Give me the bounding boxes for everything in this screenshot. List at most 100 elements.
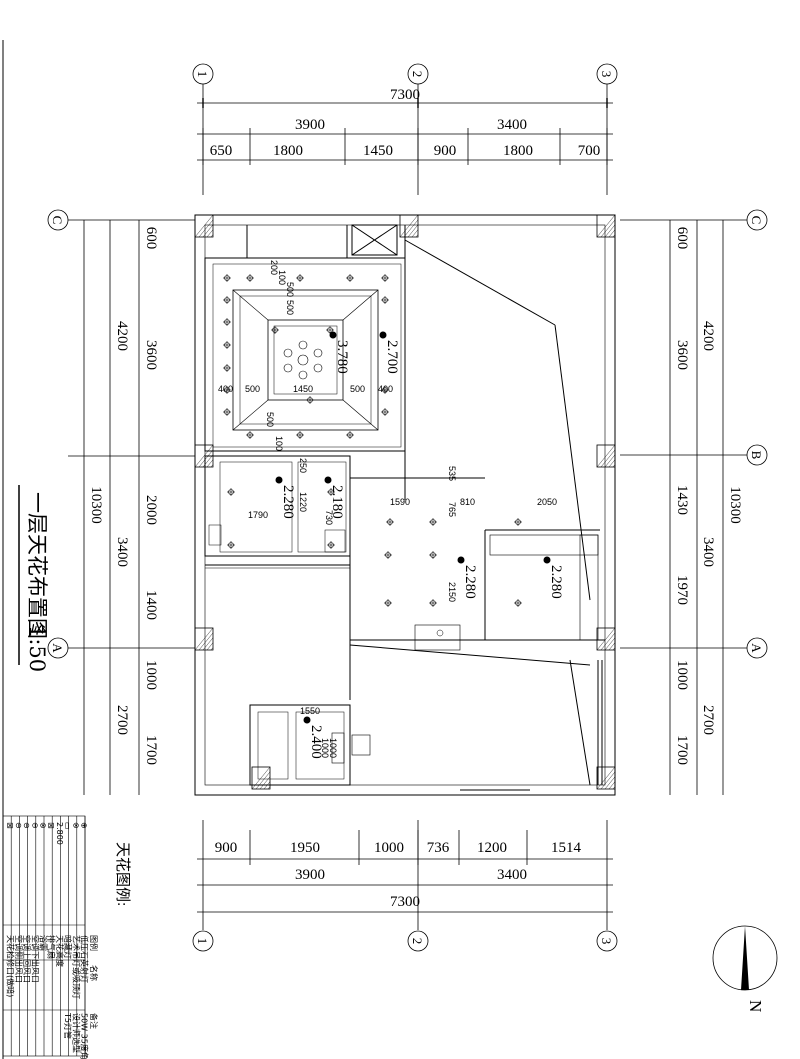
dim-left-detail-4: 1400 [143,590,159,620]
inner-dim-16: 535 [447,466,457,481]
bottom-dimension-lines [192,820,618,952]
structural-column [194,627,214,651]
axis-label-3-bottom: 3 [599,938,614,945]
spotlight-icon [223,386,231,394]
dim-right-detail-2: 3600 [674,340,690,370]
inner-dim-1: 200 [269,260,279,275]
axis-bubbles-left [47,209,195,795]
legend-table [2,815,86,1057]
dim-bottom-detail-1: 900 [215,840,238,856]
legend-row-name: 排气扇 [47,935,57,959]
structural-column [251,766,271,790]
dim-left-bay-1: 4200 [114,321,130,351]
legend-row-symbol-icon: ▭ [63,822,72,830]
spotlight-icon [514,599,522,607]
dim-bottom-bay-2: 3400 [497,867,527,883]
legend-header: 名称 [89,965,99,981]
north-arrow-icon: N [712,925,778,1012]
axis-label-C-left: C [50,216,65,225]
legend-row-name: 浴霸 [39,935,49,951]
dim-left-detail-1: 600 [143,227,159,250]
inner-dim-14: 1790 [248,510,268,520]
top-dimension-lines [197,98,613,165]
dim-right-detail-1: 600 [674,227,690,250]
axis-label-1-top: 1 [195,71,210,78]
spotlight-icon [384,551,392,559]
spotlight-icon [223,408,231,416]
dim-left-detail-3: 2000 [143,495,159,525]
axis-label-A-right: A [749,643,764,653]
inner-dim-10: 500 [265,412,275,427]
spotlight-icon [296,274,304,282]
drawing-title: 一层天花布置图 1:50 [18,485,49,672]
spotlight-icon [381,386,389,394]
dim-top-bay-2: 3400 [497,117,527,133]
inner-dim-6: 500 [245,384,260,394]
axis-bubbles-right [620,209,768,795]
dim-top-detail-5: 1800 [503,143,533,159]
legend-row-symbol-icon: ⊠ [6,822,15,829]
dim-right-detail-3: 1430 [674,485,690,515]
scale-text: 1:50 [25,625,49,672]
dim-left-total: 10300 [88,486,104,524]
axis-label-2-top: 2 [410,71,425,78]
dim-right-bay-3: 2700 [700,705,716,735]
spotlight-icon [246,274,254,282]
inner-dim-15: 730 [324,510,334,525]
elevation-marker-6: 2.280 [548,565,564,599]
inner-dim-20: 2050 [537,497,557,507]
structural-column [596,214,616,238]
spotlight-icon [327,541,335,549]
spotlight-icon [223,274,231,282]
axis-label-A-left: A [50,643,65,653]
spotlight-icon [429,518,437,526]
axis-label-C-right: C [749,216,764,225]
inner-dim-22: 1550 [300,706,320,716]
spotlight-icon [429,599,437,607]
spotlight-icon [326,326,334,334]
inner-dim-9: 400 [378,384,393,394]
inner-dim-17: 765 [447,502,457,517]
inner-dim-19: 810 [460,497,475,507]
legend-row-name: 低压石英射灯 [80,935,90,983]
dim-left-detail-2: 3600 [143,340,159,370]
spotlight-icon [327,488,335,496]
spotlight-icon [384,599,392,607]
legend-row-symbol-icon: ⊠ [47,822,56,829]
dim-right-detail-5: 1000 [674,660,690,690]
legend-row-symbol-icon: ⊖ [22,822,31,829]
inner-dim-7: 1450 [293,384,313,394]
inner-dim-13: 1220 [298,492,308,512]
dim-top-total: 7300 [390,87,420,103]
dim-right-bay-2: 3400 [700,537,716,567]
legend-row-note: T5灯管 [63,1012,73,1039]
dim-left-detail-5: 1000 [143,660,159,690]
legend-row-name: 空调上回风口 [22,935,32,983]
axis-bubbles-top [192,63,618,195]
spotlight-icon [386,518,394,526]
structural-column [596,627,616,651]
legend-row-name: 暗藏灯 [63,935,73,959]
spotlight-icon [381,296,389,304]
inner-dim-11: 100 [274,436,284,451]
legend-row-symbol-icon: ⊖ [14,822,23,829]
inner-dim-8: 500 [350,384,365,394]
legend-row-symbol-icon: 2.800 [55,822,64,845]
dim-bottom-detail-5: 1200 [477,840,507,856]
dim-left-bay-3: 2700 [114,705,130,735]
spotlight-icon [223,296,231,304]
spotlight-icon [514,518,522,526]
dim-bottom-detail-4: 736 [427,840,450,856]
dim-bottom-detail-6: 1514 [551,840,582,856]
legend-header: 图例 [89,935,99,951]
axis-label-B-right: B [749,451,764,460]
dim-right-detail-6: 1700 [674,735,690,765]
inner-dim-23: 1000 [320,738,330,758]
legend-header: 备注 [89,1013,99,1029]
spotlight-icon [346,431,354,439]
structural-column [596,444,616,468]
legend-row-name: 艺术吊灯或吸顶灯 [71,935,81,999]
spotlight-icon [223,364,231,372]
spotlight-icon [346,274,354,282]
